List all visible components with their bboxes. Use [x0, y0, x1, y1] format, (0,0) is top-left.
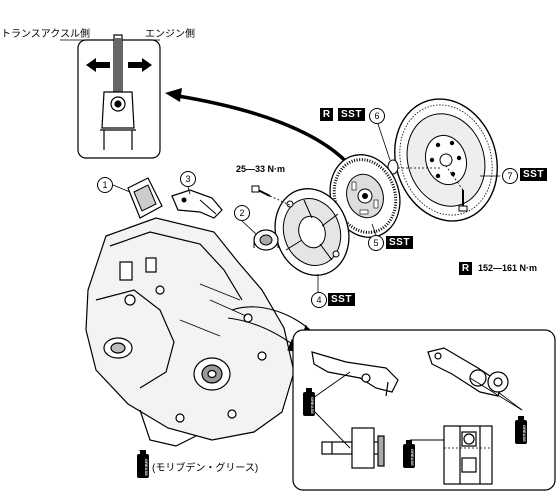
- grease-can-icon: GREASE: [302, 385, 316, 416]
- callout-clutch-disc: 5: [368, 235, 384, 251]
- callout-boot: 1: [97, 177, 113, 193]
- boot: [127, 177, 163, 219]
- transaxle-side-label: トランスアクスル側: [1, 29, 90, 40]
- tag-sst-flywheel: SST: [520, 168, 547, 181]
- grease-legend-can-icon: GREASE: [135, 448, 150, 478]
- callout-release-bearing: 2: [234, 205, 250, 221]
- washer: [387, 159, 399, 175]
- callout-washer: 6: [369, 108, 385, 124]
- tag-r-disc: R: [320, 108, 333, 121]
- callout-release-fork: 3: [180, 171, 196, 187]
- grease-pointers: [312, 371, 523, 449]
- release-bearing: [253, 229, 279, 251]
- curved-arrow-head: [165, 88, 182, 102]
- flywheel: [394, 98, 498, 222]
- tag-sst-clutch-cover: SST: [328, 293, 355, 306]
- grease-note: (モリブデン・グリース): [152, 463, 259, 474]
- clutch-cover: [274, 188, 350, 276]
- tag-sst-clutch-disc: SST: [386, 236, 413, 249]
- transaxle-housing: [85, 217, 295, 447]
- tag-sst-disc: SST: [338, 108, 365, 121]
- curved-arrow: [177, 94, 354, 170]
- fork-grease-detail: [292, 329, 556, 491]
- direction-arrows: [86, 58, 152, 72]
- tag-r-flywheel-bolt: R: [459, 262, 472, 275]
- callout-clutch-cover: 4: [311, 292, 327, 308]
- flywheel-bolt-torque: 152—161 N·m: [478, 263, 538, 273]
- callout-flywheel: 7: [502, 168, 518, 184]
- flywheel-bolt: [445, 165, 468, 212]
- fork-direction-detail: [77, 34, 161, 159]
- cover-bolt-torque: 25—33 N·m: [236, 164, 286, 174]
- grease-can-icon: GREASE: [402, 440, 416, 468]
- cover-bolt: [251, 185, 293, 207]
- engine-side-label: エンジン側: [145, 29, 195, 40]
- release-fork: [171, 189, 223, 219]
- grease-can-icon: GREASE: [514, 416, 528, 444]
